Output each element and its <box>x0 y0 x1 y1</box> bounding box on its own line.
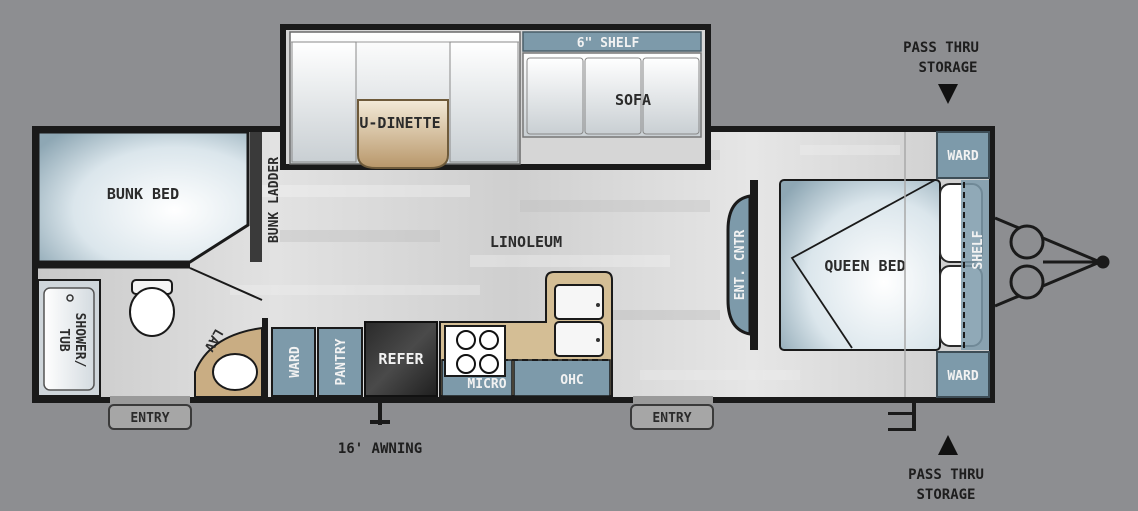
outer-walls <box>32 126 995 403</box>
pass-thru-top-line2: STORAGE <box>918 60 977 76</box>
bunk-bed <box>36 130 262 269</box>
pantry-label: PANTRY <box>334 338 349 385</box>
burner-icon <box>479 354 499 374</box>
bath-door-swing <box>189 267 263 301</box>
awning-mount <box>370 403 390 425</box>
front-shelf <box>961 180 989 350</box>
ward-bottom <box>936 351 990 398</box>
burner-icon <box>479 330 499 350</box>
pass-thru-bottom-line1: PASS THRU <box>908 467 984 483</box>
ohc-label: OHC <box>560 373 583 388</box>
pantry <box>317 327 363 397</box>
awning-mount-rear <box>888 403 916 431</box>
arrow-up-icon <box>938 435 958 455</box>
kitchen-cabinet <box>513 359 611 397</box>
drain-icon <box>66 294 74 302</box>
entry-left-label: ENTRY <box>130 411 169 426</box>
refrigerator <box>364 321 438 397</box>
entertainment-center <box>726 180 758 350</box>
queen-bed-label: QUEEN BED <box>824 257 905 275</box>
bunk-bed-label: BUNK BED <box>107 185 179 203</box>
entry-right-label: ENTRY <box>652 411 691 426</box>
pass-thru-bottom-line2: STORAGE <box>916 487 975 503</box>
burner-icon <box>456 354 476 374</box>
kitchen-sink <box>554 284 604 357</box>
ward-top-label: WARD <box>947 149 978 164</box>
lav <box>194 318 268 398</box>
entry-left-box <box>108 404 192 430</box>
six-inch-shelf <box>522 31 702 52</box>
shelf-label: SHELF <box>971 230 986 269</box>
sofa <box>522 52 702 138</box>
shower-tub-label-line1: SHOWER/ <box>72 313 87 368</box>
ward-top <box>936 131 990 179</box>
micro-label: MICRO <box>467 377 506 392</box>
ent-cntr-label: ENT. CNTR <box>733 230 748 301</box>
sofa-label: SOFA <box>615 91 651 109</box>
entry-door-right <box>633 396 713 404</box>
u-dinette-label: U-DINETTE <box>359 114 440 132</box>
burner-icon <box>456 330 476 350</box>
shower-tub <box>37 279 101 397</box>
linoleum-label: LINOLEUM <box>490 233 562 251</box>
pass-thru-top-line1: PASS THRU <box>903 40 979 56</box>
entry-door-left <box>110 396 190 404</box>
trailer-hitch <box>994 216 1110 308</box>
bunk-ladder-label: BUNK LADDER <box>267 157 282 243</box>
ward-bath-label: WARD <box>288 346 303 377</box>
shower-tub-label-line2: TUB <box>56 328 71 352</box>
arrow-down-icon <box>938 84 958 104</box>
stove <box>444 325 506 377</box>
refer-label: REFER <box>378 350 424 368</box>
awning-label: 16' AWNING <box>338 441 422 457</box>
entry-right-box <box>630 404 714 430</box>
six-inch-shelf-label: 6" SHELF <box>577 36 640 51</box>
u-dinette <box>289 31 521 169</box>
ward-bath <box>271 327 316 397</box>
ward-bottom-label: WARD <box>947 369 978 384</box>
toilet <box>129 279 175 337</box>
dinette-table <box>357 99 449 169</box>
